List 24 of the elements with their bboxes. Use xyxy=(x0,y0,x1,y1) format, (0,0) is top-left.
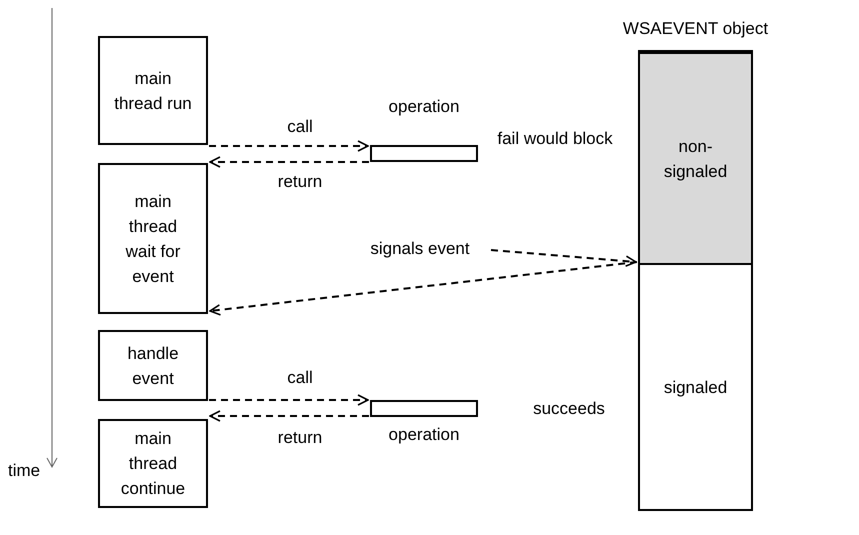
result-note: succeeds xyxy=(532,398,606,420)
box-text: handle event xyxy=(126,342,180,390)
box-text: non-signaled xyxy=(662,136,728,182)
operation-label: operation xyxy=(388,424,460,446)
box-text: signaled xyxy=(664,376,728,398)
arrow xyxy=(209,140,369,152)
process-box xyxy=(98,419,208,508)
arrow xyxy=(209,261,638,316)
box-text: main thread run xyxy=(113,68,193,114)
process-box xyxy=(98,36,208,145)
arrow xyxy=(209,394,369,406)
arrow xyxy=(209,410,369,422)
box-text: main thread wait for event xyxy=(124,190,182,288)
process-box xyxy=(98,163,208,314)
result-note: fail would block xyxy=(496,128,614,150)
process-box xyxy=(98,330,208,401)
arrow xyxy=(209,156,369,168)
box-text: main thread continue xyxy=(120,428,186,500)
axis-label: time xyxy=(8,460,40,482)
operation-label: operation xyxy=(388,96,460,118)
event-signal-text: signals event xyxy=(369,238,471,260)
arrow xyxy=(490,249,637,267)
state-box xyxy=(640,52,751,263)
object-heading: WSAEVENT object xyxy=(622,18,770,40)
